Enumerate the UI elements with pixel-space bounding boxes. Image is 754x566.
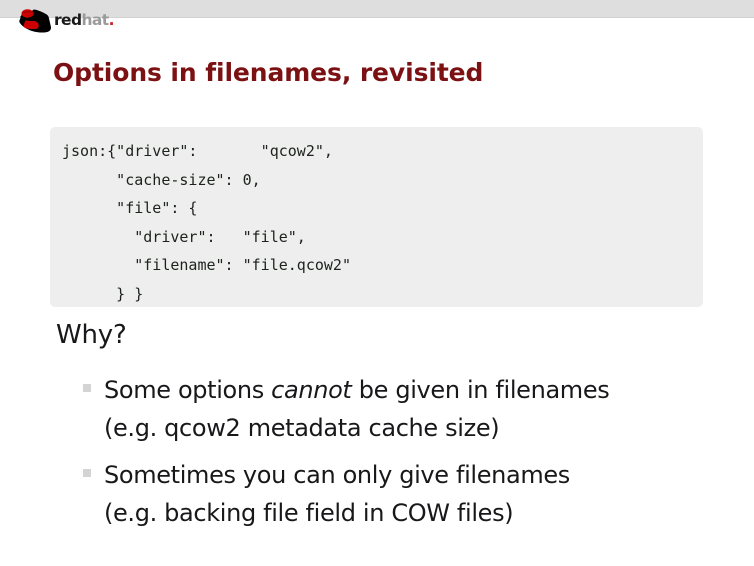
square-bullet-icon [83,469,91,477]
bullet-list: Some options cannot be given in filename… [79,371,719,541]
redhat-logo: redhat. [19,8,114,34]
list-item-line-primary: Sometimes you can only give filenames [104,456,719,494]
logo-word-dot: . [108,11,115,30]
list-item: Sometimes you can only give filenames (e… [79,456,719,532]
list-item-text-pre: Sometimes you can only give filenames [104,461,570,489]
redhat-wordmark: redhat. [54,13,114,29]
list-item-text-pre: Some options [104,376,272,404]
list-item-line-secondary: (e.g. backing file field in COW files) [104,499,514,527]
page-title: Options in filenames, revisited [53,58,484,87]
why-heading: Why? [56,320,127,350]
code-block-content: json:{"driver": "qcow2", "cache-size": 0… [62,142,351,303]
redhat-shadowman-icon [19,9,52,33]
brand-band [0,0,754,18]
list-item-line-secondary: (e.g. qcow2 metadata cache size) [104,414,500,442]
code-block: json:{"driver": "qcow2", "cache-size": 0… [50,127,703,307]
logo-word-hat: hat [81,11,109,30]
logo-word-red: red [54,11,82,30]
list-item-text-post: be given in filenames [351,376,610,404]
list-item-text-emphasis: cannot [271,376,352,404]
list-item: Some options cannot be given in filename… [79,371,719,447]
list-item-line-primary: Some options cannot be given in filename… [104,371,719,409]
square-bullet-icon [83,384,91,392]
